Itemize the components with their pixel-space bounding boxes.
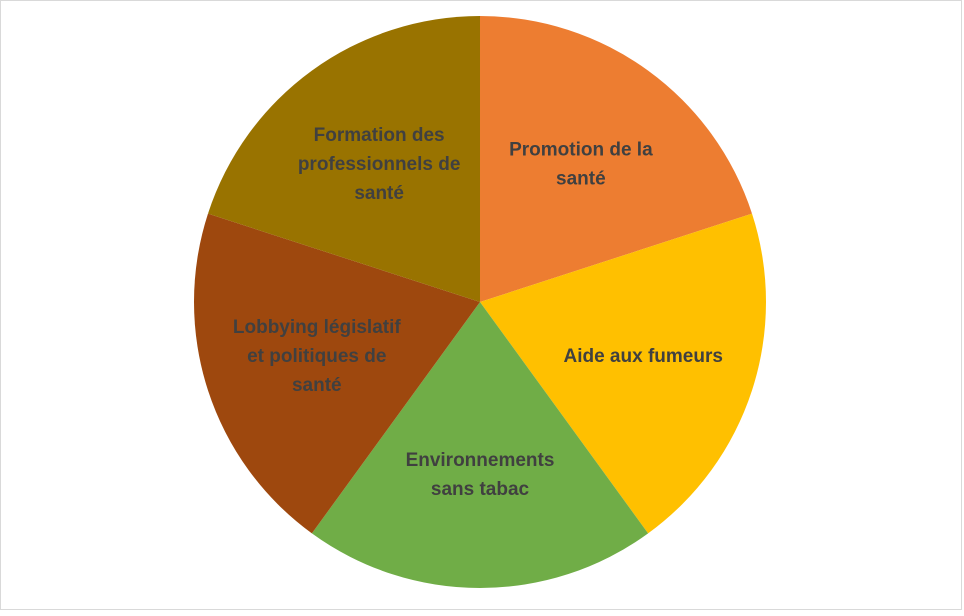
pie-slice-promotion-de-la-sante	[480, 16, 753, 302]
pie-label-aide-aux-fumeurs: Aide aux fumeurs	[563, 346, 722, 367]
pie-slice-environnements-sans-tabac	[311, 302, 649, 588]
pie-slices	[193, 16, 766, 588]
pie-slice-lobbying-legislatif-et-politiques-de-sante	[193, 213, 480, 534]
pie-slice-formation-des-professionnels-de-sante	[207, 16, 480, 302]
pie-slice-aide-aux-fumeurs	[480, 213, 766, 534]
